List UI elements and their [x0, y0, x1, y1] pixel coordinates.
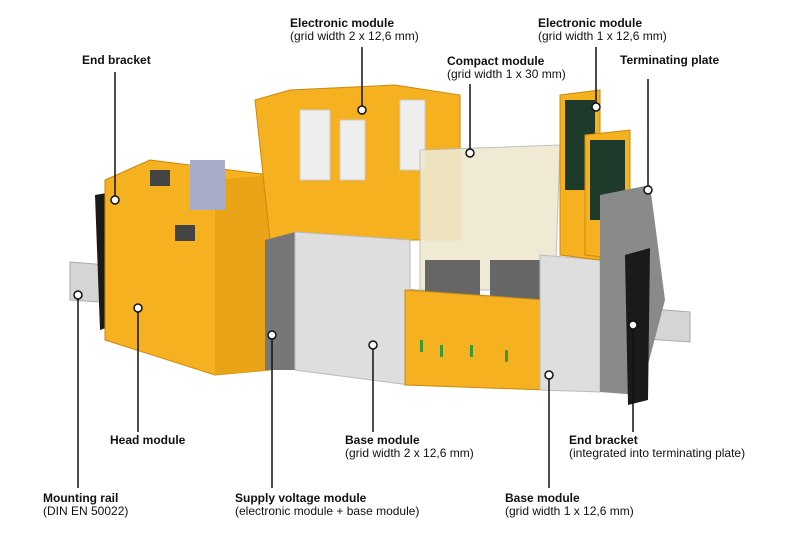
label-title: Terminating plate	[620, 53, 720, 67]
label-title: Electronic module	[290, 16, 395, 30]
label-sub: (DIN EN 50022)	[43, 504, 129, 518]
label-compact-module: Compact module(grid width 1 x 30 mm)	[447, 55, 566, 81]
label-sub: (grid width 1 x 12,6 mm)	[505, 504, 634, 518]
label-supply-voltage-module: Supply voltage module(electronic module …	[235, 492, 419, 518]
supply-voltage-module	[265, 232, 295, 370]
label-end-bracket-right: End bracket(integrated into terminating …	[569, 434, 745, 460]
label-base-module-1x: Base module(grid width 1 x 12,6 mm)	[505, 492, 634, 518]
label-end-bracket-left: End bracket	[82, 54, 151, 67]
label-sub: (grid width 2 x 12,6 mm)	[290, 29, 419, 43]
label-terminating-plate: Terminating plate	[620, 54, 719, 67]
label-sub: (grid width 1 x 30 mm)	[447, 67, 566, 81]
compact-base	[404, 289, 546, 391]
label-sub: (electronic module + base module)	[235, 504, 420, 518]
label-title: Supply voltage module	[235, 491, 367, 505]
label-title: Head module	[110, 433, 186, 447]
label-head-module: Head module	[110, 434, 185, 447]
label-sub: (grid width 1 x 12,6 mm)	[538, 29, 667, 43]
label-title: Base module	[505, 491, 580, 505]
label-sub: (grid width 2 x 12,6 mm)	[345, 446, 474, 460]
label-title: End bracket	[82, 53, 151, 67]
label-title: Compact module	[447, 54, 545, 68]
label-electronic-module-2x: Electronic module(grid width 2 x 12,6 mm…	[290, 17, 419, 43]
base-module-2x	[294, 231, 411, 386]
label-sub: (integrated into terminating plate)	[569, 446, 746, 460]
label-base-module-2x: Base module(grid width 2 x 12,6 mm)	[345, 434, 474, 460]
label-mounting-rail: Mounting rail(DIN EN 50022)	[43, 492, 128, 518]
label-electronic-module-1x: Electronic module(grid width 1 x 12,6 mm…	[538, 17, 667, 43]
label-title: Mounting rail	[43, 491, 119, 505]
label-title: Electronic module	[538, 16, 643, 30]
label-title: Base module	[345, 433, 420, 447]
label-title: End bracket	[569, 433, 638, 447]
